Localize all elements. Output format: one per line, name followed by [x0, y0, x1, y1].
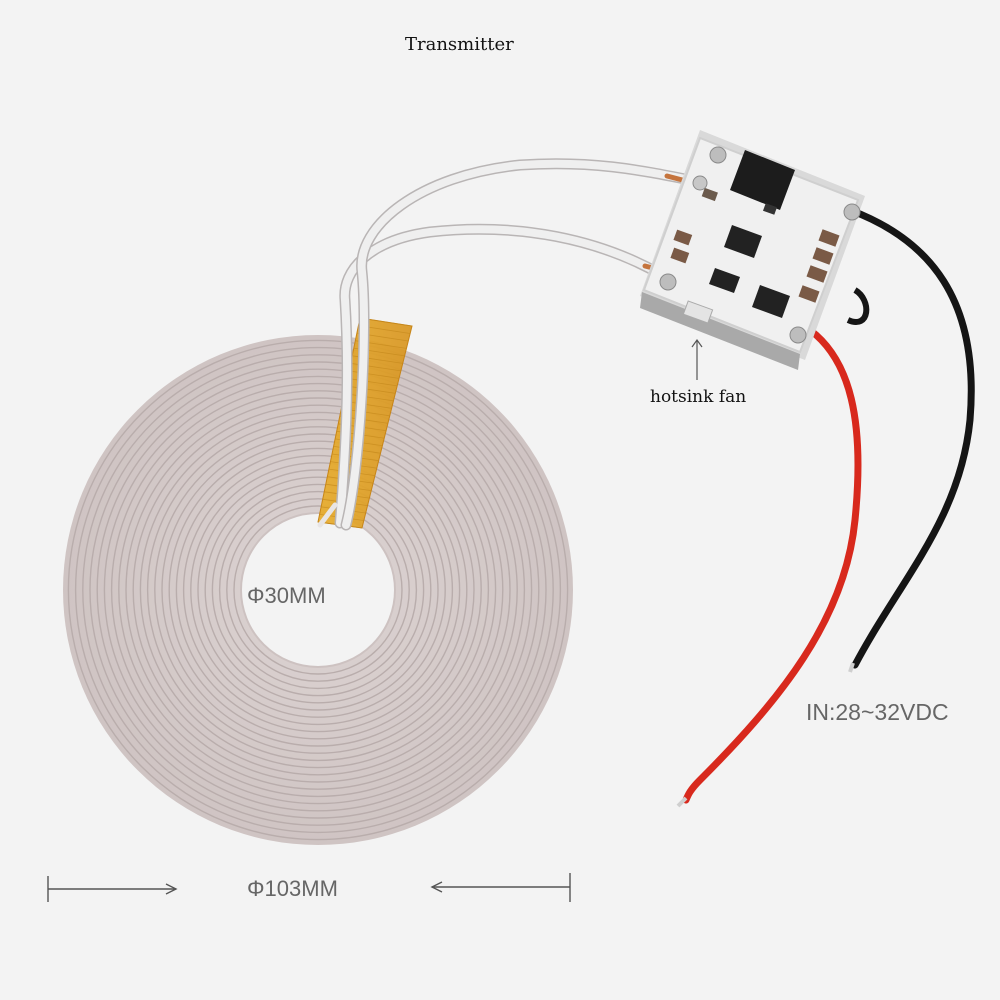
coil-winding [168, 440, 468, 740]
red-wire [682, 326, 862, 804]
tape-stripe [345, 385, 396, 394]
coil-winding [197, 469, 439, 711]
tape-stripe [349, 370, 400, 379]
image-title: Transmitter [405, 34, 514, 55]
coil-winding [82, 354, 554, 826]
tape-stripe [347, 378, 398, 387]
coil-winding [182, 454, 454, 726]
coil-winding [161, 433, 475, 747]
coil-winding [110, 382, 526, 798]
coil-winding [218, 490, 418, 690]
black-wire [846, 206, 975, 669]
coil-winding [89, 361, 547, 819]
pcb-board-image [640, 130, 865, 370]
outer-diameter-label: Φ103MM [247, 876, 338, 901]
coil-winding [211, 483, 425, 697]
coil-winding [146, 418, 490, 762]
arrow-up-icon [691, 338, 703, 380]
fan-label: hotsink fan [650, 387, 747, 407]
black-wire-loop [846, 287, 870, 325]
red-wire-tip [676, 796, 688, 808]
coil-winding [175, 447, 461, 733]
coil-winding [204, 476, 432, 704]
coil-winding [233, 505, 403, 675]
coil-winding [139, 411, 497, 769]
coil-winding [132, 404, 504, 776]
coil-winding [154, 426, 482, 754]
coil-winding [103, 375, 533, 805]
inner-diameter-label: Φ30MM [247, 583, 326, 608]
coil-winding [74, 346, 562, 834]
input-voltage-label: IN:28~32VDC [806, 699, 949, 725]
tape-stripe [344, 393, 394, 402]
dimension-arrow-left-icon [47, 876, 178, 902]
coil-winding [125, 397, 511, 783]
black-wire-tip [848, 662, 855, 673]
coil-image [63, 335, 573, 845]
coil-winding [118, 390, 518, 790]
coil-winding [190, 462, 446, 718]
coil-winding [67, 339, 569, 841]
dimension-arrow-right-icon [430, 873, 571, 902]
coil-leads [317, 158, 696, 531]
coil-winding [96, 368, 540, 812]
coil-winding [226, 498, 410, 682]
